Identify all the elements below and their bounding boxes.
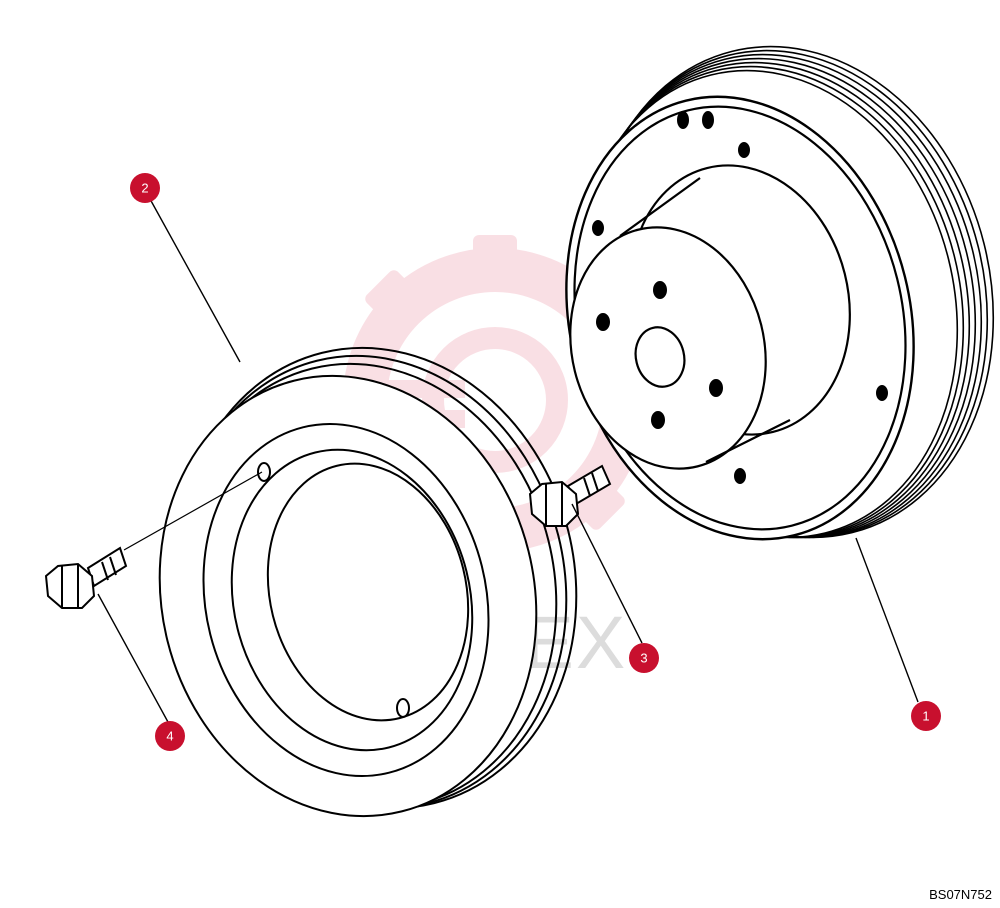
pulley-ring bbox=[158, 346, 578, 818]
hub-bolt-holes bbox=[596, 281, 723, 429]
crankshaft-pulley bbox=[565, 45, 995, 541]
leader-line-3 bbox=[571, 503, 643, 644]
svg-text:1: 1 bbox=[922, 709, 929, 724]
callout-4[interactable]: 4 bbox=[155, 721, 185, 751]
leader-line-2 bbox=[149, 198, 241, 363]
svg-text:4: 4 bbox=[166, 729, 173, 744]
leader-line-1 bbox=[855, 537, 919, 703]
callout-1[interactable]: 1 bbox=[911, 701, 941, 731]
flange-holes bbox=[592, 111, 888, 484]
bolt-left bbox=[44, 471, 263, 609]
callout-2[interactable]: 2 bbox=[130, 173, 160, 203]
leader-lines bbox=[97, 198, 919, 723]
svg-text:2: 2 bbox=[141, 181, 148, 196]
svg-text:3: 3 bbox=[640, 651, 647, 666]
leader-line-4 bbox=[97, 593, 169, 723]
callout-3[interactable]: 3 bbox=[629, 643, 659, 673]
bolt-right bbox=[528, 464, 612, 527]
figure-code: BS07N752 bbox=[929, 887, 992, 902]
